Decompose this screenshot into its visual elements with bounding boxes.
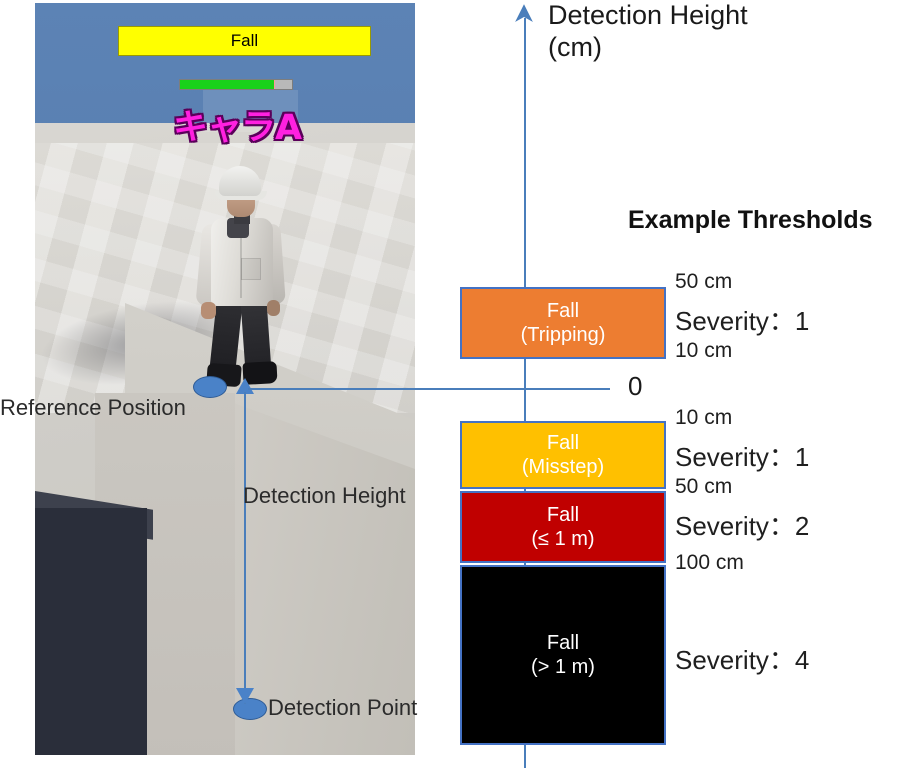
measure-arrow-down-icon xyxy=(236,688,254,704)
threshold-label: 50 cm xyxy=(675,475,733,498)
jacket-seam xyxy=(240,226,242,298)
character-right-hand xyxy=(267,300,280,316)
category-label-line2: (Tripping) xyxy=(520,324,606,346)
game-screenshot: Fall キャラA xyxy=(35,3,415,755)
severity-label: Severity：2 xyxy=(675,511,810,541)
category-label-line2: (> 1 m) xyxy=(531,656,595,678)
label-detection-height: Detection Height xyxy=(243,483,406,508)
category-box-tripping[interactable]: Fall (Tripping) xyxy=(460,287,666,359)
character-avatar xyxy=(185,166,295,396)
hud-status-text: Fall xyxy=(230,31,259,50)
axis-title: Detection Height (cm) xyxy=(548,0,748,64)
category-label-line1: Fall xyxy=(546,299,580,322)
category-label-line1: Fall xyxy=(546,503,580,526)
hud-health-bar xyxy=(179,79,293,90)
axis-title-line1: Detection Height xyxy=(548,0,748,30)
category-label-line1: Fall xyxy=(546,631,580,654)
category-box-fall-gt-1m[interactable]: Fall (> 1 m) xyxy=(460,565,666,745)
threshold-label: 50 cm xyxy=(675,270,733,293)
category-box-misstep[interactable]: Fall (Misstep) xyxy=(460,421,666,489)
threshold-label: 10 cm xyxy=(675,339,733,362)
zero-reference-line xyxy=(248,388,610,390)
thresholds-heading: Example Thresholds xyxy=(628,206,873,234)
category-label-line2: (Misstep) xyxy=(521,456,605,478)
dark-block xyxy=(35,508,147,755)
hud-character-name: キャラA xyxy=(173,108,302,148)
character-left-hand xyxy=(201,302,216,319)
reference-position-marker xyxy=(193,376,227,398)
measure-line xyxy=(244,392,246,704)
jacket-pocket xyxy=(241,258,261,280)
threshold-label: 10 cm xyxy=(675,406,733,429)
category-label-line1: Fall xyxy=(546,431,580,454)
hud-name-plate xyxy=(203,90,298,132)
severity-label: Severity：4 xyxy=(675,645,810,675)
vertical-axis xyxy=(524,18,526,768)
hud-health-bar-fill xyxy=(180,80,276,89)
label-detection-point: Detection Point xyxy=(268,695,418,720)
label-reference-position: Reference Position xyxy=(0,395,186,420)
threshold-label: 100 cm xyxy=(675,551,744,574)
severity-label: Severity：1 xyxy=(675,306,810,336)
severity-label: Severity：1 xyxy=(675,442,810,472)
axis-zero-label: 0 xyxy=(628,371,643,401)
hud-status-banner: Fall xyxy=(118,26,371,56)
axis-title-line2: (cm) xyxy=(548,31,602,62)
measure-arrow-up-icon xyxy=(236,378,254,394)
hard-hat-icon xyxy=(219,166,261,196)
category-label-line2: (≤ 1 m) xyxy=(531,528,595,550)
category-box-fall-le-1m[interactable]: Fall (≤ 1 m) xyxy=(460,491,666,563)
